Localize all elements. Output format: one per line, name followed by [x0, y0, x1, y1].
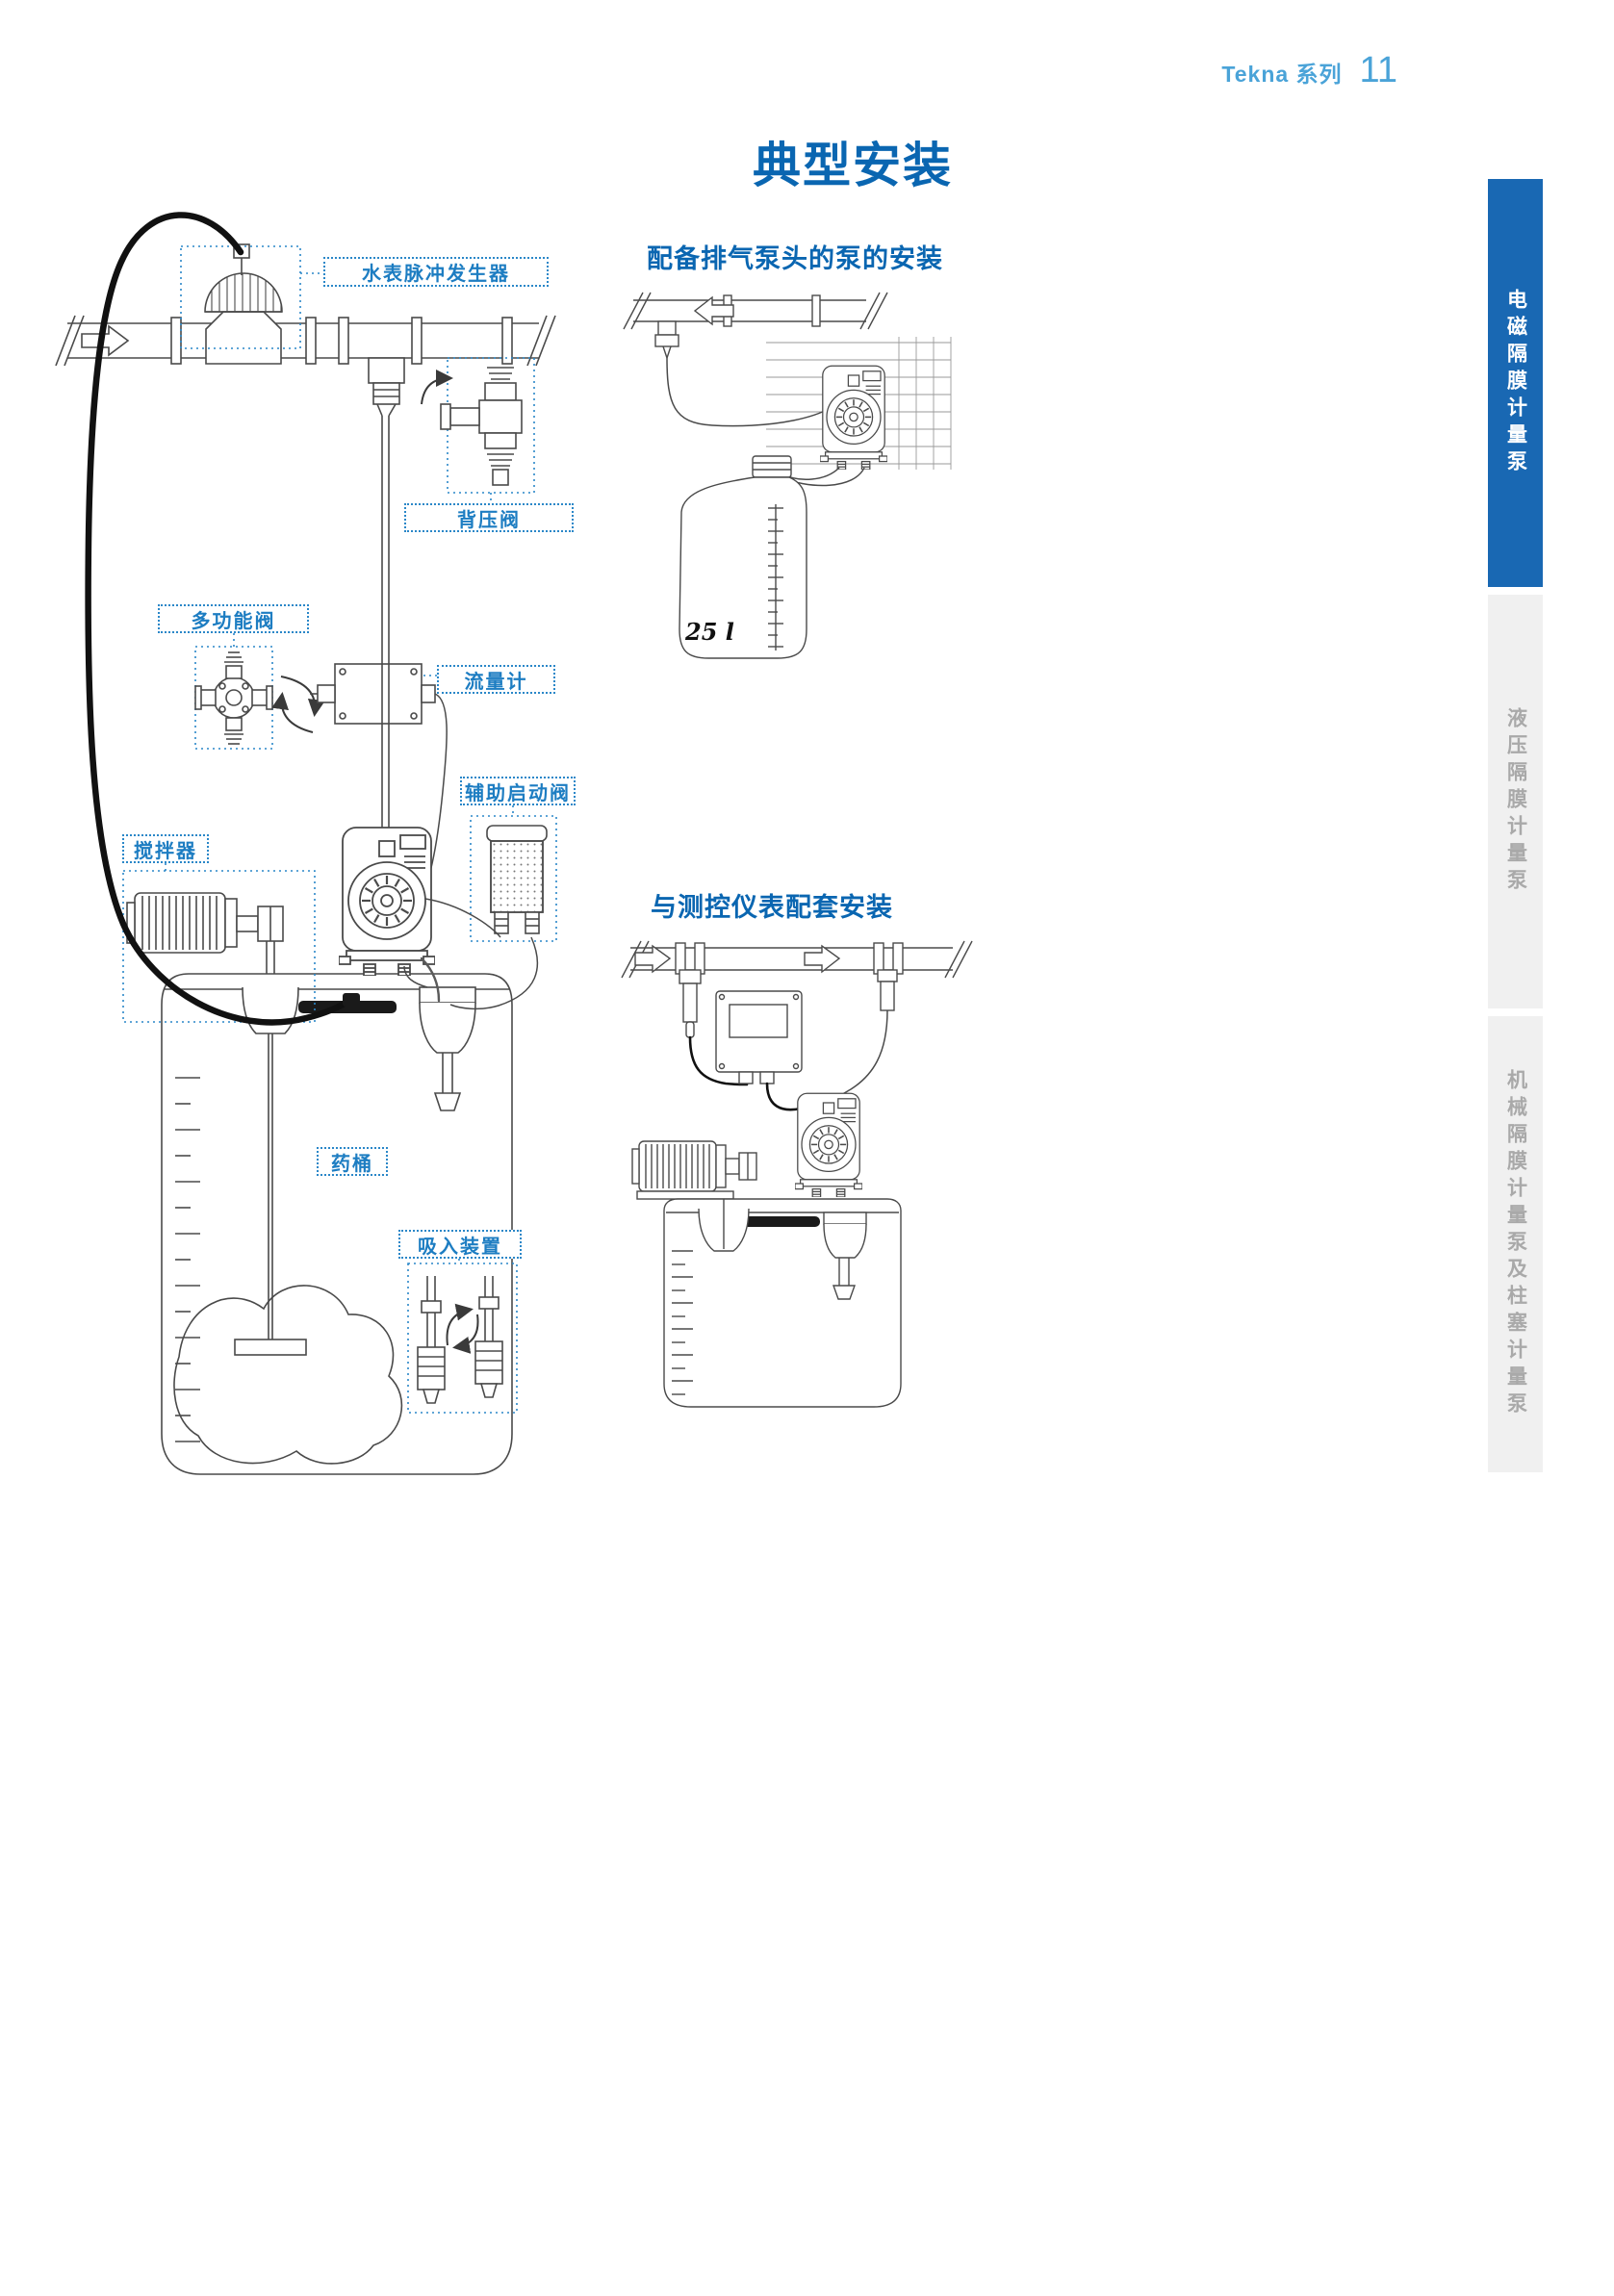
can-graduations: [768, 507, 783, 648]
page-title: 典型安装: [753, 139, 953, 192]
flow-direction-arrow: [81, 324, 130, 357]
multifunction-valve: [194, 633, 325, 750]
tank-graduations: [672, 1250, 693, 1395]
sidebar-tab-label: 机械隔膜计量泵及柱塞计量泵: [1504, 1069, 1527, 1419]
section-heading-instrument: 与测控仪表配套安装: [651, 893, 893, 922]
callout-flow-meter: 流量计: [437, 665, 555, 694]
callout-suction-device: 吸入装置: [398, 1230, 522, 1259]
agitator-motor: [631, 1140, 757, 1200]
motor-fins: [141, 896, 218, 950]
sidebar-tab-mechanical-pumps: 机械隔膜计量泵及柱塞计量泵: [1488, 1016, 1543, 1472]
flow-direction-arrow: [804, 944, 841, 974]
injection-valve: [654, 320, 679, 359]
dosing-pump: [795, 1092, 862, 1197]
series-label: Tekna 系列: [1221, 62, 1343, 87]
tank-capacity-label: 25 l: [685, 618, 734, 646]
rotate-arrow: [421, 370, 453, 405]
discharge-line: [368, 357, 405, 864]
callout-back-pressure-valve: 背压阀: [404, 503, 574, 532]
process-pipe: [623, 292, 888, 330]
back-pressure-valve: [421, 357, 535, 503]
sidebar-tab-label: 液压隔膜计量泵: [1504, 707, 1527, 896]
rotate-arrow: [446, 1303, 474, 1346]
process-pipe: [621, 940, 973, 979]
callout-multifunction-valve: 多功能阀: [158, 604, 309, 633]
page-header: Tekna 系列 11: [1039, 50, 1397, 91]
suction-device: [407, 1259, 518, 1414]
injection-fitting: [877, 969, 898, 1011]
pulse-signal-cable: [85, 212, 360, 1026]
sensor-probe: [679, 969, 702, 1038]
main-pipe: [55, 315, 556, 367]
rotate-arrow: [271, 692, 314, 733]
callout-agitator: 搅拌器: [122, 834, 209, 863]
tank-graduations: [175, 1077, 200, 1442]
instrument-installation-diagram: [621, 940, 973, 1408]
suction-entry-funnel: [419, 986, 476, 1111]
discharge-tube: [828, 1009, 888, 1108]
flow-direction-arrow: [634, 944, 672, 974]
sidebar-tab-hydraulic-pumps: 液压隔膜计量泵: [1488, 595, 1543, 1008]
chemical-can-25l: [679, 455, 807, 659]
controller-screen: [729, 1004, 788, 1038]
callout-auxiliary-start-valve: 辅助启动阀: [460, 777, 576, 805]
metering-pump: [339, 826, 435, 976]
pump-tubing: [403, 898, 539, 1010]
sidebar-tab-label: 电磁隔膜计量泵: [1504, 289, 1527, 477]
section-heading-degassing: 配备排气泵头的泵的安装: [647, 244, 943, 273]
degassing-installation-diagram: [623, 292, 952, 659]
agitator: [122, 863, 316, 1023]
rotate-arrow: [452, 1314, 479, 1354]
main-installation-diagram: [55, 212, 557, 1475]
flow-meter: [310, 663, 448, 873]
auxiliary-start-valve: [470, 805, 557, 942]
callout-chemical-tank: 药桶: [317, 1147, 388, 1176]
rotate-arrow: [280, 676, 325, 717]
sidebar-tab-solenoid-pumps: 电磁隔膜计量泵: [1488, 179, 1543, 587]
flow-direction-arrow: [693, 295, 734, 326]
callout-water-meter-pulse-generator: 水表脉冲发生器: [323, 257, 549, 287]
water-meter-pulse-generator: [180, 243, 323, 365]
degassing-pump: [820, 365, 887, 470]
agitator-internals: [173, 986, 403, 1465]
sensor-cable: [688, 1035, 749, 1086]
controller: [715, 990, 803, 1084]
page-number: 11: [1359, 50, 1397, 90]
solution-tank: [663, 1198, 902, 1408]
